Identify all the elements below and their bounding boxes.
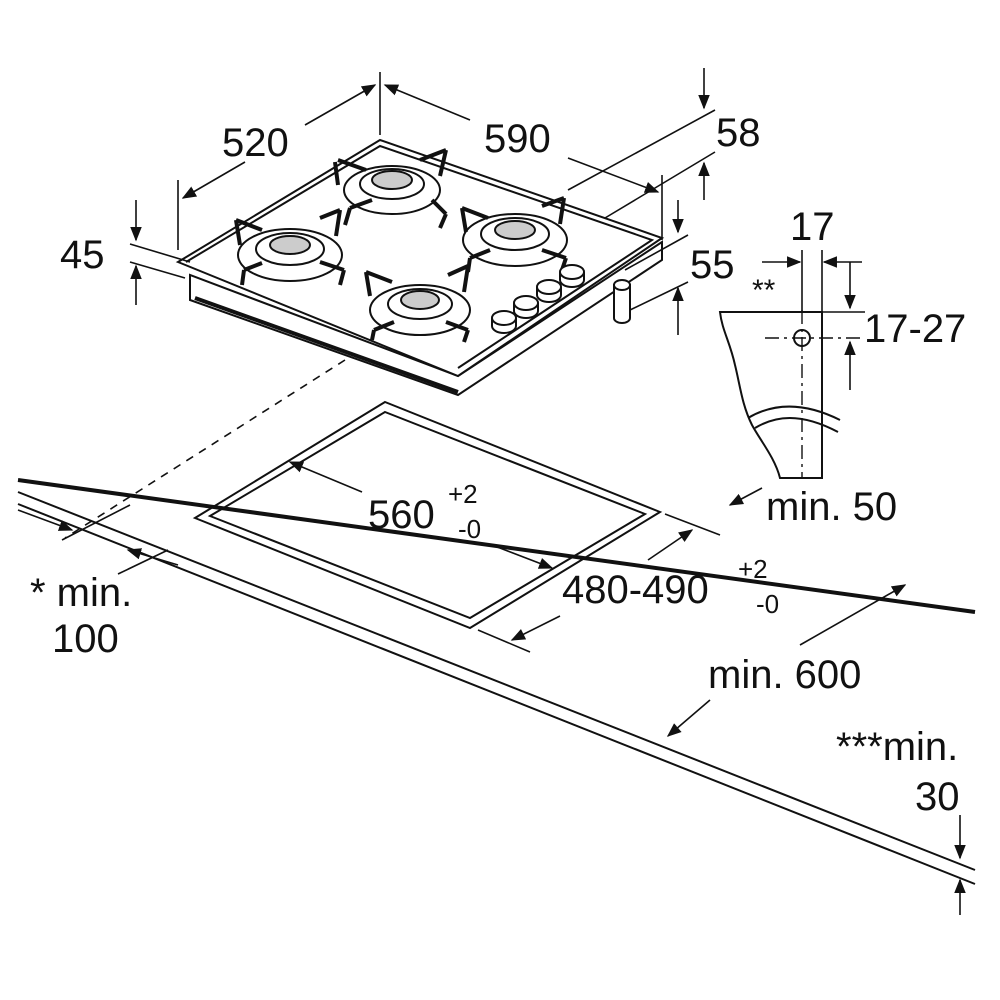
- dim-480-ext-b: [477, 629, 531, 653]
- hob-body-front-edge: [194, 296, 459, 394]
- dim-480-arrow-a: [647, 529, 694, 561]
- dim-560-arrow-a: [288, 461, 363, 493]
- mounting-bracket-detail: [718, 250, 865, 479]
- dimension-lines: [17, 68, 966, 915]
- label-560: 560: [368, 493, 435, 537]
- dim-55-ext-a: [624, 234, 689, 271]
- dim-520-arrow-a: [181, 161, 246, 199]
- label-bracket-note: **: [752, 274, 776, 307]
- control-knobs: [491, 264, 585, 334]
- label-17-27: 17-27: [864, 307, 966, 351]
- label-min-100-line2: 100: [52, 617, 119, 661]
- cutout: [192, 400, 663, 630]
- dim-480-ext-a: [664, 513, 721, 536]
- label-17: 17: [790, 205, 835, 249]
- worktop-front-top-edge: [17, 491, 976, 871]
- label-55: 55: [690, 243, 735, 287]
- dim-45-ext-b: [129, 261, 186, 279]
- dim-45-ext-a: [129, 243, 191, 263]
- knob-4-icon: [559, 264, 585, 288]
- dim-480-arrow-b: [510, 615, 561, 641]
- hob: [175, 138, 665, 397]
- dim-590-arrow-a: [383, 84, 471, 121]
- dim-560-arrow-b: [491, 544, 554, 569]
- dim-590-arrow-b: [567, 157, 660, 193]
- labels: 520 590 58 45 55 17 ** 17-27 560 +2 -0 4…: [30, 111, 966, 819]
- gas-connector-icon: [613, 279, 631, 324]
- dim-min600-arrow-a: [799, 584, 907, 646]
- label-520: 520: [222, 121, 289, 165]
- dim-min100-ext-a: [61, 504, 131, 541]
- label-45: 45: [60, 233, 105, 277]
- knob-2-icon: [513, 295, 539, 319]
- label-480-plus: +2: [738, 554, 768, 584]
- hob-projection-dashed-line: [64, 359, 346, 539]
- label-480-minus: -0: [756, 589, 779, 619]
- knob-1-icon: [491, 310, 517, 334]
- cutout-inner-outline: [207, 410, 648, 620]
- label-560-plus: +2: [448, 479, 478, 509]
- cutout-outer-outline: [192, 400, 663, 630]
- label-560-minus: -0: [458, 514, 481, 544]
- label-min-50: min. 50: [766, 485, 897, 529]
- bracket-profile: [718, 311, 823, 479]
- burner-left: [234, 208, 346, 286]
- label-min-100-line1: * min.: [30, 571, 132, 615]
- dim-min100-arrow-a: [17, 509, 74, 531]
- label-58: 58: [716, 111, 761, 155]
- dim-58-ext-b: [604, 151, 716, 219]
- bracket-break-line-b: [754, 417, 839, 433]
- worktop-front-bottom-edge: [17, 503, 976, 885]
- bracket-break-line-a: [747, 405, 841, 421]
- label-590: 590: [484, 117, 551, 161]
- burner-front: [364, 264, 471, 343]
- burner-rear: [333, 148, 448, 229]
- label-min-30-line2: 30: [915, 775, 960, 819]
- burner-right: [460, 196, 568, 273]
- dim-520-arrow-b: [304, 84, 377, 126]
- label-480-490: 480-490: [562, 568, 709, 612]
- knob-3-icon: [536, 279, 562, 303]
- hob-top-plate-inner: [185, 144, 655, 369]
- dim-55-ext-b: [629, 281, 689, 311]
- worktop: [17, 359, 976, 885]
- dim-min600-arrow-b: [666, 699, 711, 737]
- dim-58-ext-a: [567, 109, 716, 191]
- label-min-600: min. 600: [708, 653, 861, 697]
- label-min-30-line1: ***min.: [836, 725, 958, 769]
- dim-min100-ext-b: [117, 549, 169, 575]
- dim-min50-arrow: [728, 487, 763, 506]
